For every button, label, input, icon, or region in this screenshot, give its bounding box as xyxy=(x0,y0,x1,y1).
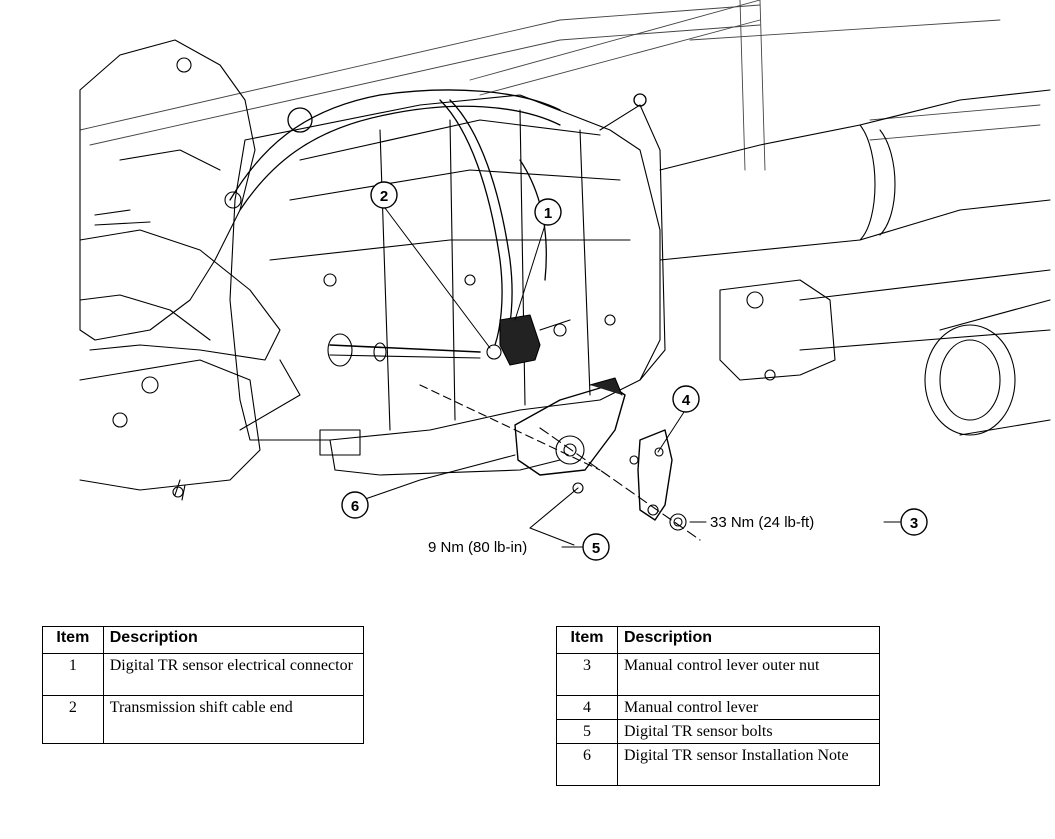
column-header-description: Description xyxy=(617,626,880,654)
svg-text:4: 4 xyxy=(682,392,691,409)
driveshaft-transfer xyxy=(659,89,1051,436)
item-number: 1 xyxy=(42,653,104,696)
table-row: 6 Digital TR sensor Installation Note xyxy=(556,743,880,786)
legend-table-right: Item Description 3 Manual control lever … xyxy=(556,626,880,786)
column-header-item: Item xyxy=(42,626,104,654)
callout-6: 6 xyxy=(341,491,369,519)
shift-cable xyxy=(239,333,502,431)
svg-text:3: 3 xyxy=(910,515,918,532)
item-number: 3 xyxy=(556,653,618,696)
chassis-frame xyxy=(79,0,1041,171)
leader-lines xyxy=(347,207,901,546)
item-description: Digital TR sensor Installation Note xyxy=(617,743,880,786)
tr-sensor-assembly xyxy=(419,377,701,541)
table-header-row: Item Description xyxy=(42,626,365,654)
table-header-row: Item Description xyxy=(556,626,880,654)
table-row: 2 Transmission shift cable end xyxy=(42,695,365,744)
engine-exhaust xyxy=(79,39,281,501)
column-header-item: Item xyxy=(556,626,618,654)
legend-table-left: Item Description 1 Digital TR sensor ele… xyxy=(42,626,365,744)
table-row: 3 Manual control lever outer nut xyxy=(556,653,880,696)
item-description: Digital TR sensor electrical connector xyxy=(102,653,365,696)
svg-text:1: 1 xyxy=(544,205,552,222)
item-number: 5 xyxy=(556,719,618,744)
table-row: 1 Digital TR sensor electrical connector xyxy=(42,653,365,696)
item-description: Digital TR sensor bolts xyxy=(617,719,880,744)
item-description: Manual control lever outer nut xyxy=(617,653,880,696)
svg-text:5: 5 xyxy=(592,540,600,557)
torque-label-item3: 33 Nm (24 lb-ft) xyxy=(710,514,814,531)
callout-1: 1 xyxy=(534,198,562,226)
svg-text:6: 6 xyxy=(351,498,359,515)
tr-connector xyxy=(499,314,571,366)
item-description: Transmission shift cable end xyxy=(102,695,365,744)
table-row: 5 Digital TR sensor bolts xyxy=(556,719,880,744)
callout-5: 5 xyxy=(582,533,610,561)
item-number: 2 xyxy=(42,695,104,744)
item-number: 4 xyxy=(556,695,618,720)
svg-text:2: 2 xyxy=(380,188,388,205)
callout-2: 2 xyxy=(370,181,398,209)
column-header-description: Description xyxy=(102,626,365,654)
transmission-case xyxy=(229,94,666,476)
torque-label-item5: 9 Nm (80 lb-in) xyxy=(428,539,527,556)
callout-3: 3 xyxy=(900,508,928,536)
item-description: Manual control lever xyxy=(617,695,880,720)
callout-4: 4 xyxy=(672,385,700,413)
table-row: 4 Manual control lever xyxy=(556,695,880,720)
item-number: 6 xyxy=(556,743,618,786)
transmission-illustration: 1 2 4 6 3 5 33 Nm (24 lb-ft) 9 Nm (80 lb… xyxy=(79,0,1051,561)
